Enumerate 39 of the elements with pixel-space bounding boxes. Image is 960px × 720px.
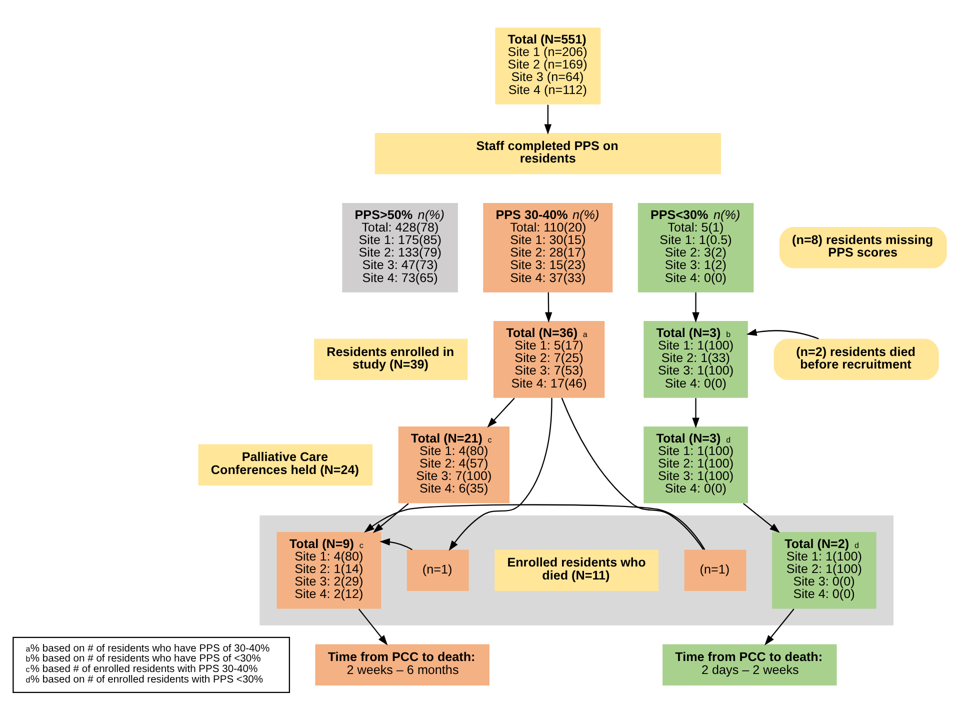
arrow (380, 538, 413, 550)
arrow (544, 292, 552, 323)
arrow (358, 608, 388, 646)
arrow (364, 504, 706, 550)
node-box: Total (N=3) d Site 1: 1(100) Site 2: 1(100) Site 3: 1(100) Site 4: 0(0) (644, 426, 748, 504)
node-box: Total (N=2) d Site 1: 1(100) Site 2: 1(100) Site 3: 0(0) Site 4: 0(0) (772, 532, 876, 609)
connector (561, 398, 704, 550)
arrow (692, 292, 700, 323)
node-box: Total (N=36) a Site 1: 5(17) Site 2: 7(25) Site 3: 7(53) Site 4: 17(46) (493, 321, 605, 398)
arrow (743, 503, 780, 533)
node-box: Total (N=9) c Site 1: 4(80) Site 2: 1(14) Site 3: 2(29) Site 4: 2(12) (276, 532, 382, 609)
node-box: Residents enrolled in study (N=39) (314, 338, 468, 380)
label: d% based on # of enrolled residents with PPS <30% (26, 674, 264, 686)
node-box: Total (N=21) c Site 1: 4(80) Site 2: 4(57) Site 3: 7(100) Site 4: 6(35) (398, 426, 510, 504)
arrow (746, 328, 819, 340)
node-box: PPS<30% n(%) Total: 5(1) Site 1: 1(0.5) Site 2: 3(2) Site 3: 1(2) Site 4: 0(0) (638, 202, 754, 292)
arrow (764, 608, 794, 646)
node-box: Time from PCC to death: 2 weeks – 6 months (315, 644, 490, 686)
arrow (487, 398, 515, 428)
label: c% based # of enrolled residents with PPS 30-40% (26, 664, 258, 676)
node-box: PPS 30-40% n(%) Total: 110(20) Site 1: 30(15) Site 2: 28(17) Site 3: 15(23) Site 4: 37(33) (483, 202, 613, 292)
arrow (448, 398, 552, 551)
node-box: Total (N=3) b Site 1: 1(100) Site 2: 1(33) Site 3: 1(100) Site 4: 0(0) (644, 321, 748, 398)
label: a% based on # of residents who have PPS of 30-40% (26, 643, 270, 654)
node-box: (n=1) (684, 550, 746, 591)
node-box: (n=1) (406, 550, 469, 591)
node-box: Total (N=551) Site 1 (n=206) Site 2 (n=169) Site 3 (n=64) Site 4 (n=112) (495, 28, 601, 104)
node-box: PPS>50% n(%) Total: 428(78) Site 1: 175(85) Site 2: 133(79) Site 3: 47(73) Site 4: 73(65) (342, 202, 458, 292)
arrow (372, 503, 409, 533)
node-box: Palliative Care Conferences held (N=24) (198, 444, 373, 486)
label: b% based on # of residents who have PPS of <30% (26, 654, 261, 665)
arrow (544, 104, 552, 135)
cluster (260, 515, 894, 626)
node-box: (n=8) residents missing PPS scores (779, 227, 947, 268)
node-box: Staff completed PPS on residents (374, 133, 721, 174)
node-box: Enrolled residents who died (N=11) (494, 550, 659, 591)
node-box: (n=2) residents died before recruitment (774, 338, 939, 380)
node-box: Time from PCC to death: 2 days – 2 weeks (662, 644, 837, 686)
arrow (692, 398, 700, 428)
